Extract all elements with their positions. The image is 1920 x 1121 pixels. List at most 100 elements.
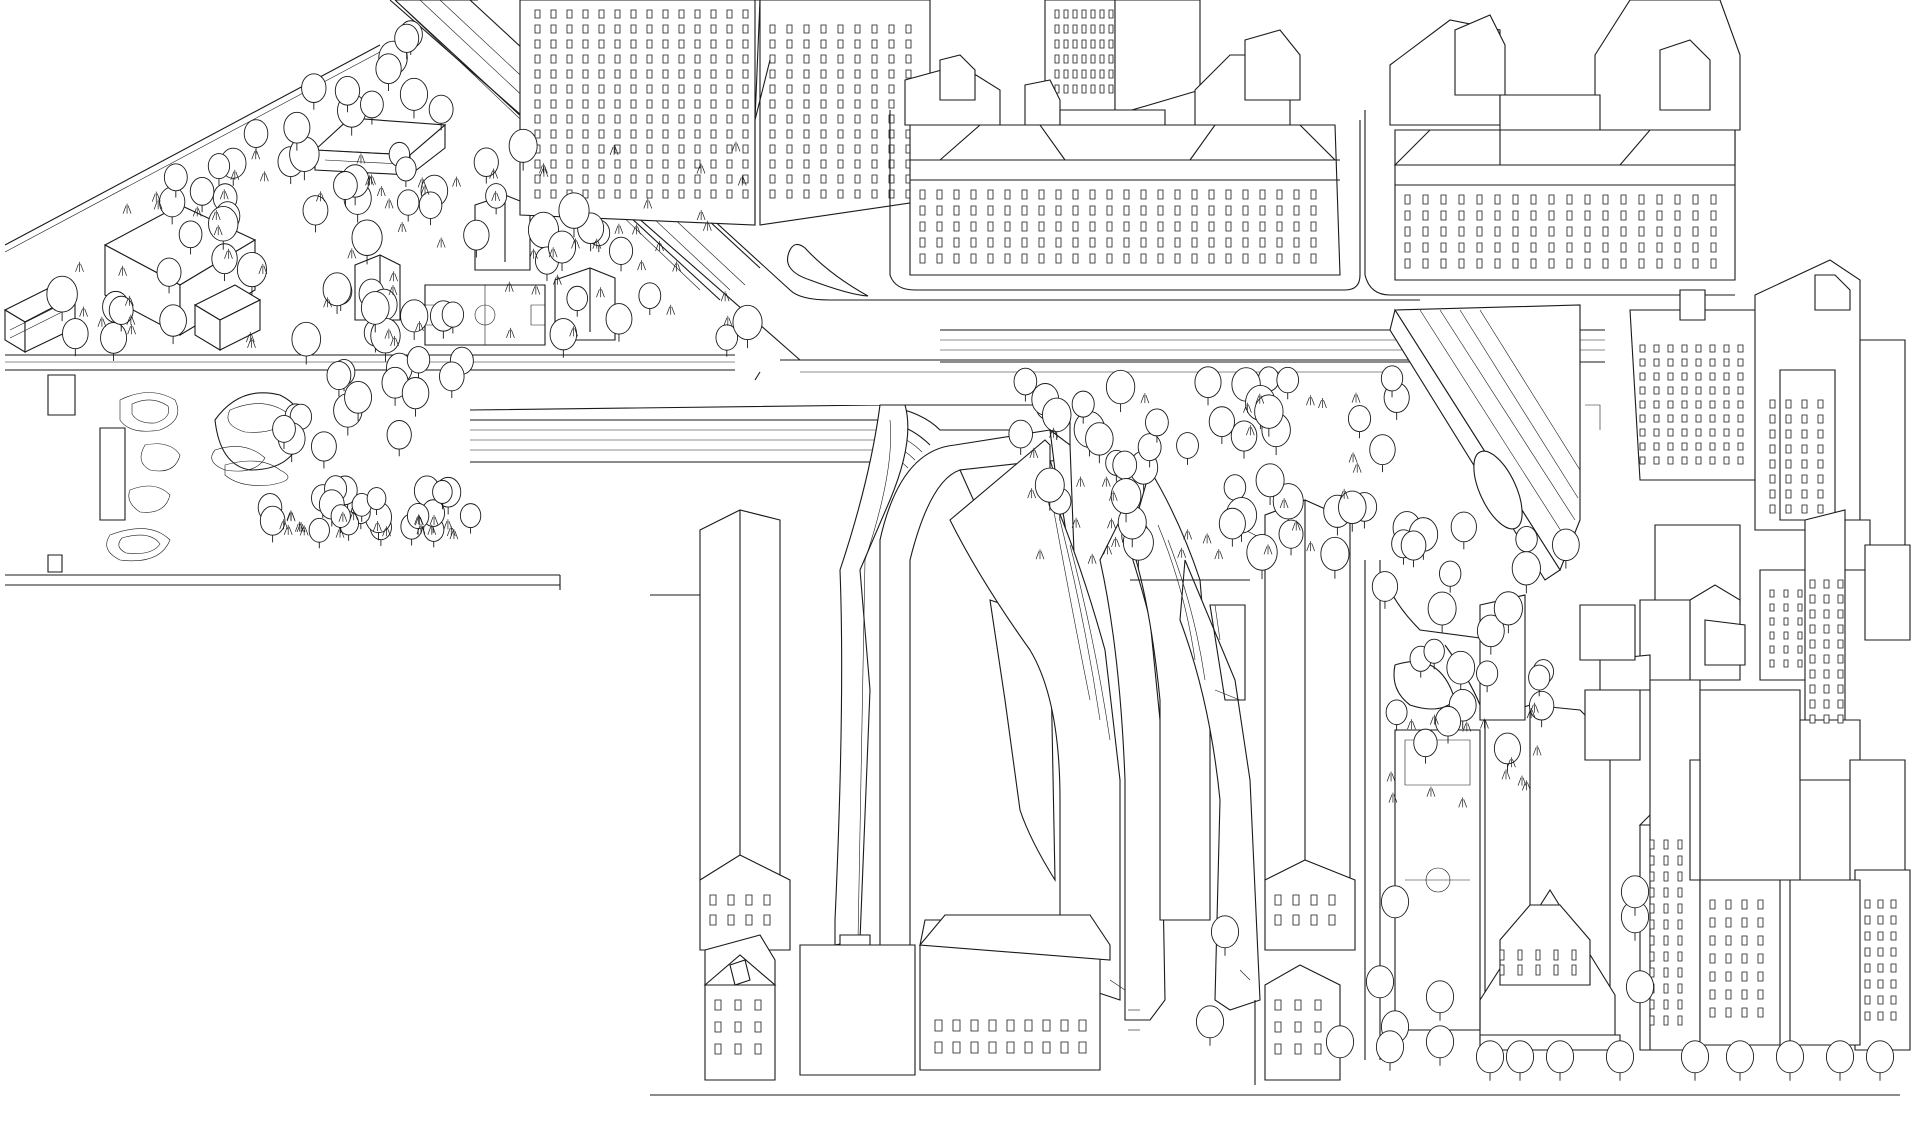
tower-window xyxy=(770,55,775,63)
facade-window xyxy=(1657,195,1662,204)
tower-window xyxy=(583,40,588,48)
tree xyxy=(327,361,351,396)
tower-window xyxy=(647,25,652,33)
tower-window xyxy=(855,100,860,108)
tree xyxy=(1211,916,1238,956)
tower-window xyxy=(1073,40,1077,48)
tower-window xyxy=(770,100,775,108)
east-window xyxy=(1786,445,1791,453)
tower-window xyxy=(599,130,604,138)
grass-tuft xyxy=(119,266,127,276)
east-window xyxy=(1891,900,1896,908)
grass-tuft xyxy=(505,282,513,292)
grass-tuft xyxy=(1076,477,1084,487)
east-window xyxy=(1640,387,1645,394)
facade-window xyxy=(1621,259,1626,268)
tower-window xyxy=(583,160,588,168)
facade-window xyxy=(1675,211,1680,220)
old-town-hall xyxy=(800,915,1140,1075)
tree xyxy=(1376,1031,1403,1071)
tree xyxy=(1370,435,1396,473)
tower-window xyxy=(804,130,809,138)
facade-window xyxy=(1531,195,1536,204)
tower-window xyxy=(727,40,732,48)
tree xyxy=(1321,537,1349,578)
facade-window xyxy=(1056,238,1061,247)
grass-tuft xyxy=(280,519,288,529)
tower-window xyxy=(711,40,716,48)
grass-tuft xyxy=(1463,722,1471,732)
tower-window xyxy=(804,70,809,78)
tree xyxy=(1014,368,1037,401)
east-window xyxy=(1572,950,1576,960)
tower-window xyxy=(821,130,826,138)
tower-window xyxy=(647,70,652,78)
tower-window xyxy=(1100,40,1104,48)
tower-window xyxy=(1064,55,1068,63)
tree xyxy=(442,302,463,334)
hall-window xyxy=(1311,915,1317,925)
east-window xyxy=(1724,429,1729,436)
tree xyxy=(1177,433,1199,465)
tower-window xyxy=(663,145,668,153)
tree xyxy=(1435,706,1460,743)
hall-window xyxy=(989,1020,996,1031)
tower-window xyxy=(535,100,540,108)
long-hall-west xyxy=(700,510,790,1080)
grass-tuft xyxy=(1203,533,1211,543)
facade-window xyxy=(1639,227,1644,236)
tower-window xyxy=(615,70,620,78)
east-window xyxy=(1810,685,1815,693)
hall-window xyxy=(755,1000,761,1010)
facade-window xyxy=(1603,211,1608,220)
facade-window xyxy=(1056,190,1061,199)
east-window xyxy=(1784,632,1788,639)
grass-tuft xyxy=(697,210,705,220)
hall-window xyxy=(971,1042,978,1053)
facade-window xyxy=(937,190,942,199)
hall-window xyxy=(764,915,770,925)
hall-window xyxy=(1043,1020,1050,1031)
facade-window xyxy=(1603,243,1608,252)
tower-window xyxy=(615,10,620,18)
east-window xyxy=(1878,964,1883,972)
tree xyxy=(334,172,358,207)
tree xyxy=(292,322,321,364)
tower-window xyxy=(711,25,716,33)
tower-window xyxy=(711,145,716,153)
facade-window xyxy=(1124,190,1129,199)
tower-window xyxy=(743,70,748,78)
east-window xyxy=(1738,345,1743,352)
east-window xyxy=(1678,936,1682,945)
tree xyxy=(1529,691,1553,727)
east-window xyxy=(1786,490,1791,498)
hall-window xyxy=(715,1044,721,1054)
tower-window xyxy=(695,40,700,48)
tower-window xyxy=(695,70,700,78)
tower-window xyxy=(804,145,809,153)
east-window xyxy=(1878,1012,1883,1020)
facade-window xyxy=(1175,206,1180,215)
east-window xyxy=(1758,900,1763,909)
site-ground-edge xyxy=(5,575,1900,1095)
grass-tuft xyxy=(348,248,356,258)
east-window xyxy=(1554,965,1558,975)
tower-window xyxy=(821,115,826,123)
tree xyxy=(1494,733,1520,771)
grass-tuft xyxy=(212,210,220,220)
east-window xyxy=(1650,888,1654,897)
tree xyxy=(1512,552,1540,594)
tower-window xyxy=(583,115,588,123)
grass-tuft xyxy=(444,519,452,529)
east-window xyxy=(1824,670,1829,678)
tower-window xyxy=(743,55,748,63)
facade-window xyxy=(1711,243,1716,252)
tree xyxy=(1035,468,1064,511)
grass-tuft xyxy=(1102,477,1110,487)
tree xyxy=(244,120,268,155)
east-window xyxy=(1798,646,1802,653)
tower-window xyxy=(679,25,684,33)
east-window xyxy=(1724,443,1729,450)
hall-window xyxy=(1025,1042,1032,1053)
facade-window xyxy=(1107,222,1112,231)
